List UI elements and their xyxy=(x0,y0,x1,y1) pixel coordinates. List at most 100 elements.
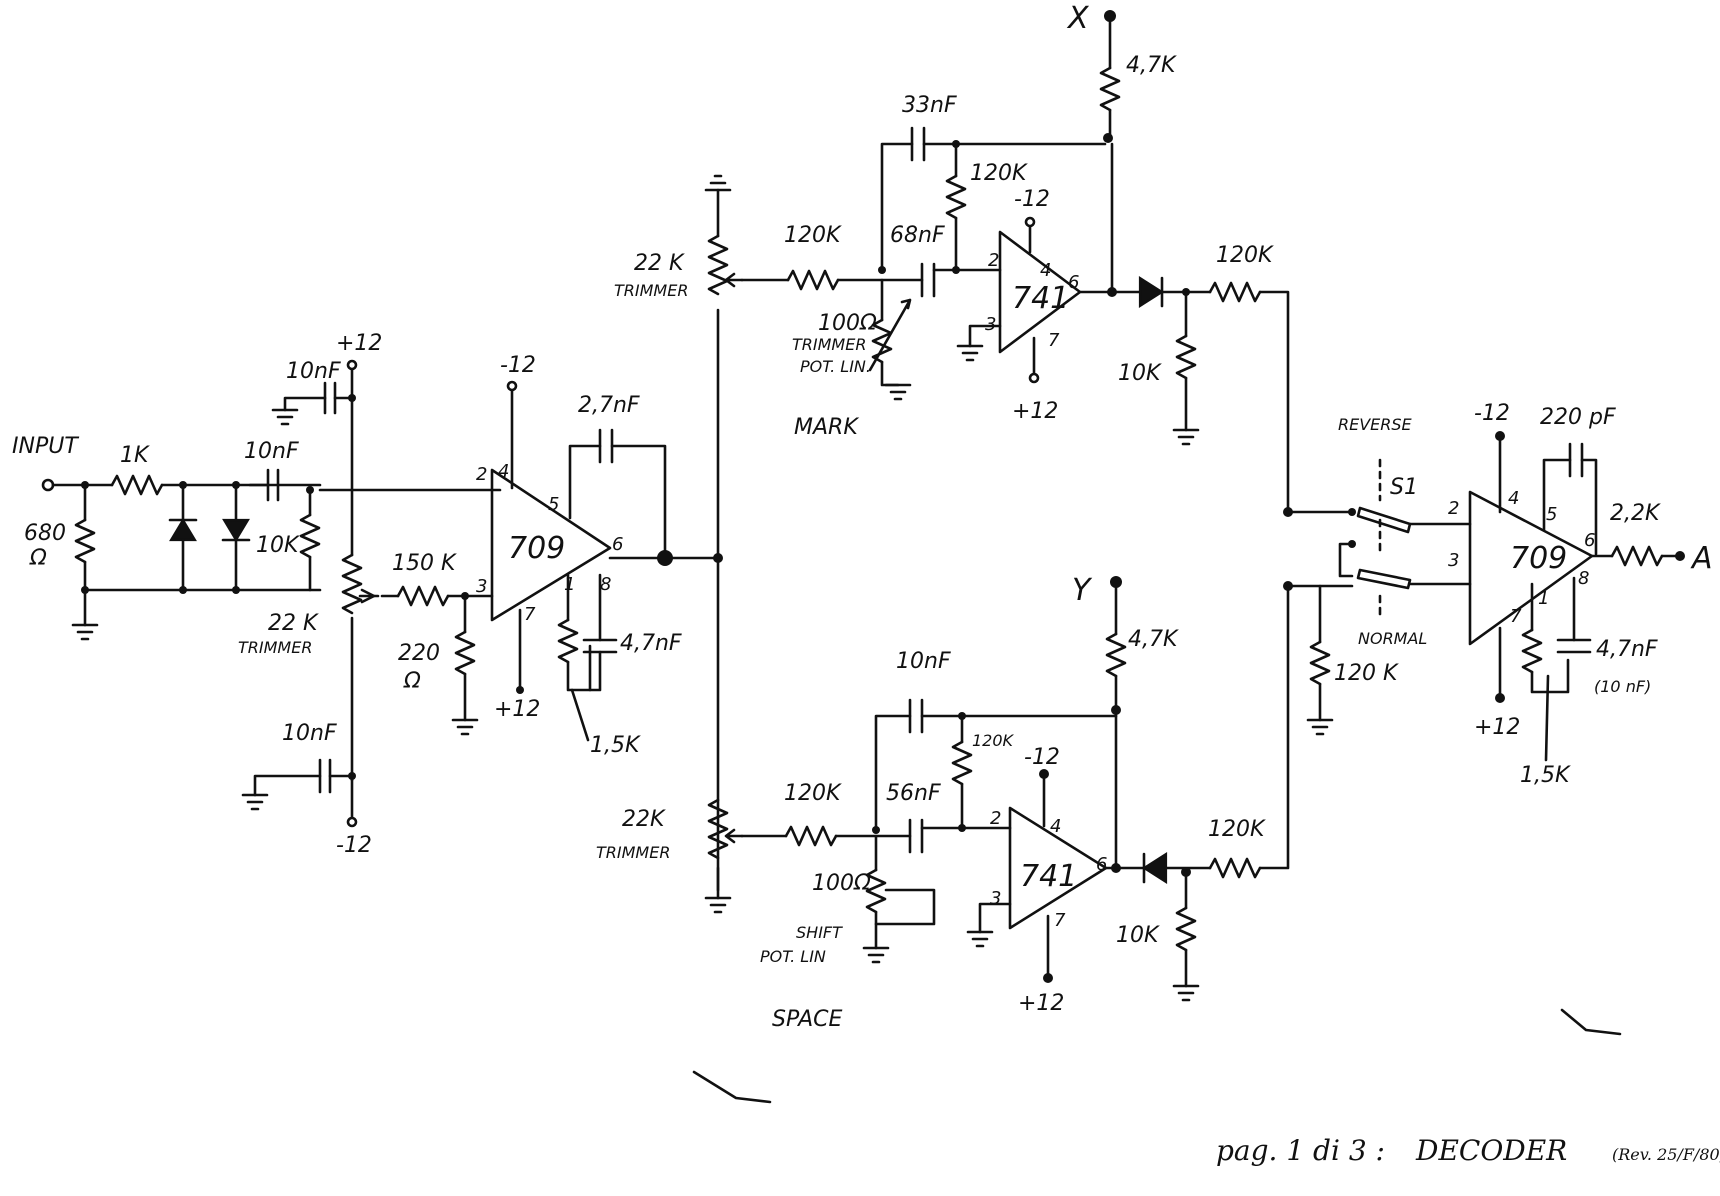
r-10k-space-label: 10K xyxy=(1116,923,1160,948)
resistor-680 xyxy=(74,518,96,564)
pin-label: 3 xyxy=(990,888,1001,909)
switch-s1-lever-bottom[interactable] xyxy=(1356,568,1412,590)
pin-label: 4 xyxy=(498,461,509,482)
pin-label: 5 xyxy=(1546,504,1557,525)
trimmer-space-label: TRIMMER xyxy=(596,843,670,862)
diode-1 xyxy=(169,517,197,542)
wiper-arrow xyxy=(724,272,744,288)
switch-s1-section: S1 REVERSE NORMAL 120 K xyxy=(1283,415,1472,736)
resistor-10k-space xyxy=(1175,906,1197,952)
pos-rail-label: +12 xyxy=(336,331,382,356)
pin-label: 2 xyxy=(1448,498,1459,519)
mark-pot-label: POT. LIN. xyxy=(800,357,871,376)
resistor-150k xyxy=(396,585,450,607)
offset-trimmer-section: +12 10nF 22 K TRIMMER 10nF -12 xyxy=(238,331,382,858)
mark-trim-label: TRIMMER xyxy=(792,335,866,354)
cap-4-7nf-out xyxy=(1556,638,1592,654)
space-pot-label: POT. LIN xyxy=(760,947,826,966)
ground-symbol xyxy=(862,946,890,964)
pin-label: 4 xyxy=(1508,488,1519,509)
cap-56nf xyxy=(908,818,924,854)
stray-mark xyxy=(1560,1008,1622,1036)
pin-label: 2 xyxy=(990,808,1001,829)
wiper-arrow xyxy=(360,588,376,604)
c-10nf-space-label: 10nF xyxy=(896,649,951,674)
r-220-unit: Ω xyxy=(403,669,421,694)
r-47k-x-label: 4,7K xyxy=(1126,53,1177,78)
mark-label: MARK xyxy=(794,415,859,440)
pin-label: 4 xyxy=(1050,816,1061,837)
switch-s1-label: S1 xyxy=(1390,475,1418,500)
cap-220pf xyxy=(1568,442,1584,478)
r-10k-mark-label: 10K xyxy=(1118,361,1162,386)
c-27nf-label: 2,7nF xyxy=(578,393,640,418)
switch-s1-lever-top[interactable] xyxy=(1356,506,1412,534)
input-terminal xyxy=(41,478,55,492)
r-15k-1-label: 1,5K xyxy=(590,733,641,758)
cap-68nf xyxy=(920,262,936,298)
ground-symbol xyxy=(71,623,99,641)
resistor-1-5k-out xyxy=(1521,628,1543,674)
c-47nf-2-alt-label: (10 nF) xyxy=(1594,677,1651,696)
pin-label: 7 xyxy=(524,604,536,625)
r-120k-mark-fb-label: 120K xyxy=(970,161,1028,186)
opamp-709-output-pos: +12 xyxy=(1474,715,1520,740)
c-47nf-1-label: 4,7nF xyxy=(620,631,682,656)
c-56nf-label: 56nF xyxy=(886,781,941,806)
ground-symbol xyxy=(1306,718,1334,736)
terminal-x-label: X xyxy=(1066,1,1090,36)
trimmer-100-mark xyxy=(871,318,893,364)
resistor-10k-in xyxy=(299,513,321,559)
resistor-120k-mark-in xyxy=(786,269,840,291)
ground-symbol xyxy=(704,174,732,192)
resistor-220 xyxy=(454,630,476,676)
shift-label: SHIFT xyxy=(796,923,843,942)
ground-symbol xyxy=(966,930,994,948)
input-section: INPUT 1K 680 Ω 10nF xyxy=(12,434,502,641)
r-120k-space-fb-label: 120K xyxy=(972,731,1015,750)
input-label: INPUT xyxy=(12,434,79,459)
c-68nf-label: 68nF xyxy=(890,223,945,248)
opamp-709-first: 709 2 3 4 5 6 7 1 8 -12 150 K 220 Ω +12 … xyxy=(380,353,720,758)
terminal-y xyxy=(1110,576,1122,588)
cap-10nf-bottom xyxy=(318,758,332,794)
footer-title: DECODER xyxy=(1415,1134,1567,1167)
ground-symbol xyxy=(956,344,984,362)
r-22k-trim-space-label: 22K xyxy=(622,807,666,832)
trimmer-mark-label: TRIMMER xyxy=(614,281,688,300)
resistor-4-7k-x xyxy=(1099,66,1121,112)
opamp-741-mark-label: 741 xyxy=(1012,281,1069,316)
pin-label: 2 xyxy=(988,250,999,271)
pin-label: 1 xyxy=(1538,588,1549,609)
opamp-709-first-neg: -12 xyxy=(500,353,536,378)
r-220-label: 220 xyxy=(398,641,440,666)
r-120k-mark-in-label: 120K xyxy=(784,223,842,248)
resistor-1k xyxy=(110,474,164,496)
opamp-709-output: 709 2 3 4 5 6 7 1 8 -12 +12 220 pF 2,2K … xyxy=(1448,401,1713,788)
c-220pf-label: 220 pF xyxy=(1540,405,1616,430)
pin-label: 6 xyxy=(1068,272,1079,293)
ground-symbol xyxy=(271,408,299,426)
r-120k-space-in-label: 120K xyxy=(784,781,842,806)
diode-space xyxy=(1141,851,1168,885)
r-100-mark-label: 100Ω xyxy=(818,311,877,336)
opamp-741-space-pos: +12 xyxy=(1018,991,1064,1016)
resistor-10k-mark xyxy=(1175,334,1197,380)
diode-mark xyxy=(1138,275,1165,309)
cap-10nf-series xyxy=(266,468,280,502)
r-15k-2-label: 1,5K xyxy=(1520,763,1571,788)
c-10nf-top-label: 10nF xyxy=(286,359,341,384)
pin-label: 3 xyxy=(1448,550,1459,571)
r-10k-in-label: 10K xyxy=(256,533,300,558)
cap-2-7nf xyxy=(598,428,614,464)
pin-label: 7 xyxy=(1048,330,1060,351)
footer-page: pag. 1 di 3 : xyxy=(1216,1134,1385,1167)
cap-10nf-space xyxy=(908,698,924,734)
cap-10nf-top xyxy=(323,381,337,415)
pin-label: 6 xyxy=(612,534,623,555)
pin-label: 8 xyxy=(1578,568,1589,589)
opamp-741-mark-neg: -12 xyxy=(1014,187,1050,212)
reverse-label: REVERSE xyxy=(1338,415,1413,434)
ground-symbol xyxy=(884,383,912,401)
